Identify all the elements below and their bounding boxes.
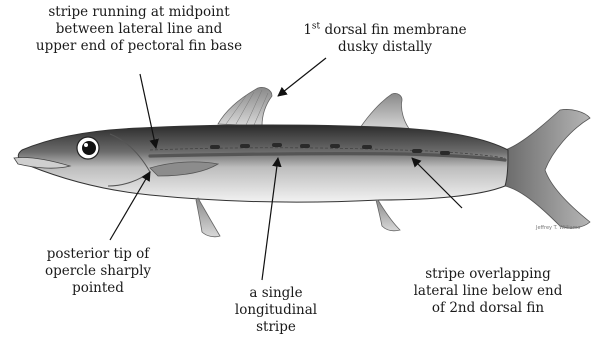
annotation-line: stripe running at midpoint xyxy=(4,4,274,21)
annotation-line: upper end of pectoral fin base xyxy=(4,38,274,55)
annotation-line: a single xyxy=(214,285,338,302)
annotation-line: of 2nd dorsal fin xyxy=(382,300,594,317)
annotation-line: lateral line below end xyxy=(382,283,594,300)
anal-fin xyxy=(376,200,400,231)
annotation-single-stripe: a single longitudinal stripe xyxy=(214,285,338,336)
annotation-dorsal-membrane: 1st dorsal fin membrane dusky distally xyxy=(300,22,470,56)
annotation-line: pointed xyxy=(28,280,168,297)
annotation-line: posterior tip of xyxy=(28,246,168,263)
ordinal-number: 1 xyxy=(303,22,312,38)
annotation-line: dusky distally xyxy=(300,39,470,56)
artist-signature: Jeffrey T. Williams xyxy=(536,225,580,231)
annotation-opercle-tip: posterior tip of opercle sharply pointed xyxy=(28,246,168,297)
ordinal-suffix: st xyxy=(312,22,320,32)
annotation-line: stripe xyxy=(214,319,338,336)
annotation-text: dorsal fin membrane xyxy=(320,22,467,38)
annotation-stripe-overlap: stripe overlapping lateral line below en… xyxy=(382,266,594,317)
fish-body xyxy=(18,125,508,202)
first-dorsal-fin xyxy=(218,87,272,126)
annotation-stripe-midpoint: stripe running at midpoint between later… xyxy=(4,4,274,55)
annotation-line: stripe overlapping xyxy=(382,266,594,283)
caudal-fin xyxy=(505,109,590,228)
second-dorsal-fin xyxy=(360,93,410,130)
arrow-dorsal-membrane xyxy=(278,58,326,96)
pelvic-fin xyxy=(196,198,220,237)
annotation-line: longitudinal xyxy=(214,302,338,319)
annotation-line: opercle sharply xyxy=(28,263,168,280)
annotation-line: 1st dorsal fin membrane xyxy=(300,22,470,39)
annotation-line: between lateral line and xyxy=(4,21,274,38)
